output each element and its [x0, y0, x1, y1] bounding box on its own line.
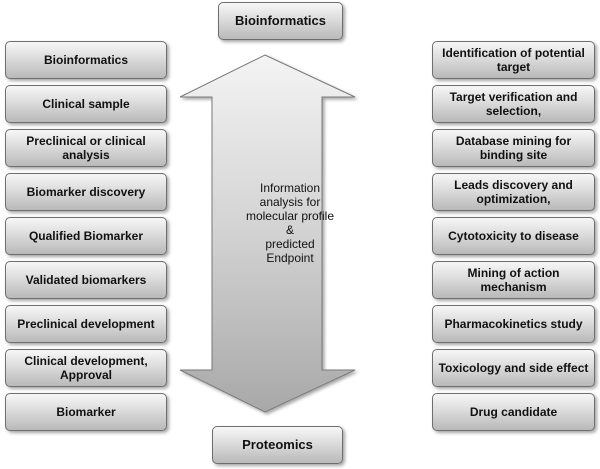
- left-box-preclinical-analysis: Preclinical or clinical analysis: [5, 129, 167, 167]
- right-box-cytotoxicity: Cytotoxicity to disease: [432, 217, 595, 255]
- arrow-text-line: &: [285, 223, 294, 237]
- left-box-preclinical-development: Preclinical development: [5, 305, 167, 343]
- left-box-biomarker-discovery: Biomarker discovery: [5, 173, 167, 211]
- right-box-action-mechanism: Mining of action mechanism: [432, 261, 595, 299]
- arrow-text-line: predicted: [265, 237, 315, 251]
- right-box-database-mining: Database mining for binding site: [432, 129, 595, 167]
- left-box-validated-biomarkers: Validated biomarkers: [5, 261, 167, 299]
- arrow-text-line: Endpoint: [266, 251, 314, 265]
- arrow-text-line: analysis for: [259, 195, 321, 209]
- right-box-target-verification: Target verification and selection,: [432, 85, 595, 123]
- left-box-clinical-development: Clinical development, Approval: [5, 349, 167, 387]
- right-box-drug-candidate: Drug candidate: [432, 393, 595, 431]
- left-box-bioinformatics: Bioinformatics: [5, 41, 167, 79]
- top-box-bioinformatics: Bioinformatics: [218, 2, 343, 40]
- left-box-qualified-biomarker: Qualified Biomarker: [5, 217, 167, 255]
- bottom-box-proteomics: Proteomics: [212, 426, 343, 464]
- arrow-text-line: molecular profile: [245, 209, 335, 223]
- right-box-pharmacokinetics: Pharmacokinetics study: [432, 305, 595, 343]
- right-box-target-identification: Identification of potential target: [432, 41, 595, 79]
- right-box-toxicology: Toxicology and side effect: [432, 349, 595, 387]
- left-box-biomarker: Biomarker: [5, 393, 167, 431]
- arrow-text-line: Information: [259, 181, 321, 195]
- left-box-clinical-sample: Clinical sample: [5, 85, 167, 123]
- right-box-leads-discovery: Leads discovery and optimization,: [432, 173, 595, 211]
- arrow-center-text: Information analysis for molecular profi…: [236, 181, 344, 265]
